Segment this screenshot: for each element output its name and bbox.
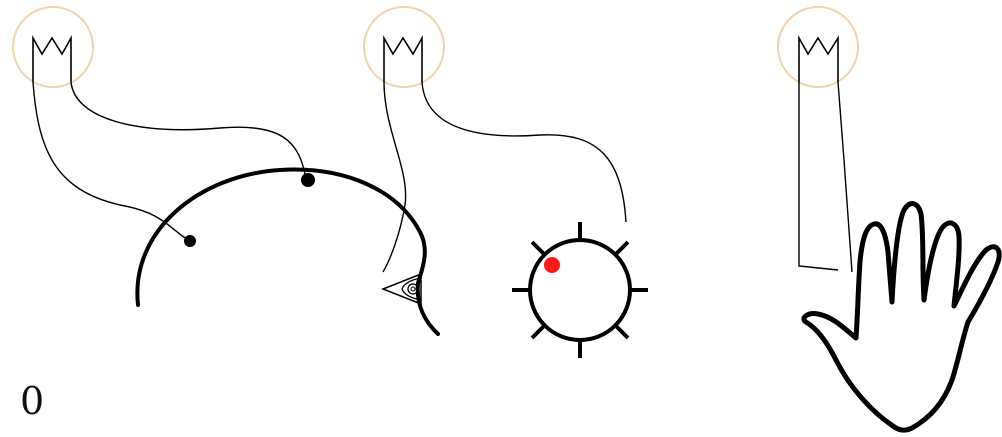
stimulus-red-dot — [544, 257, 560, 273]
crown-icon — [383, 34, 423, 82]
highlight-ring-3 — [777, 6, 859, 88]
wire-1b — [70, 81, 307, 181]
wire-2a — [382, 81, 407, 273]
highlight-ring-2 — [363, 6, 445, 88]
hand-icon — [801, 201, 1002, 433]
sun-stimulus-icon — [512, 222, 648, 358]
frame-counter: 0 — [20, 379, 45, 423]
stimulus-circle — [528, 238, 632, 342]
eye-icon — [380, 272, 422, 306]
highlight-ring-1 — [12, 6, 94, 88]
stimulus-rays — [512, 222, 648, 358]
crown-icon — [798, 34, 839, 82]
wire-3a — [798, 82, 839, 271]
head-outline — [135, 167, 440, 336]
head — [135, 167, 440, 336]
panel-1 — [12, 6, 307, 242]
panel-2 — [363, 6, 627, 273]
wire-1a — [32, 81, 191, 242]
panel-3 — [777, 6, 859, 273]
crown-icon — [32, 34, 72, 82]
wire-2b — [421, 81, 627, 223]
wire-3b — [837, 81, 853, 273]
electrode-dot-2 — [301, 173, 315, 187]
electrode-dot-1 — [184, 235, 196, 247]
